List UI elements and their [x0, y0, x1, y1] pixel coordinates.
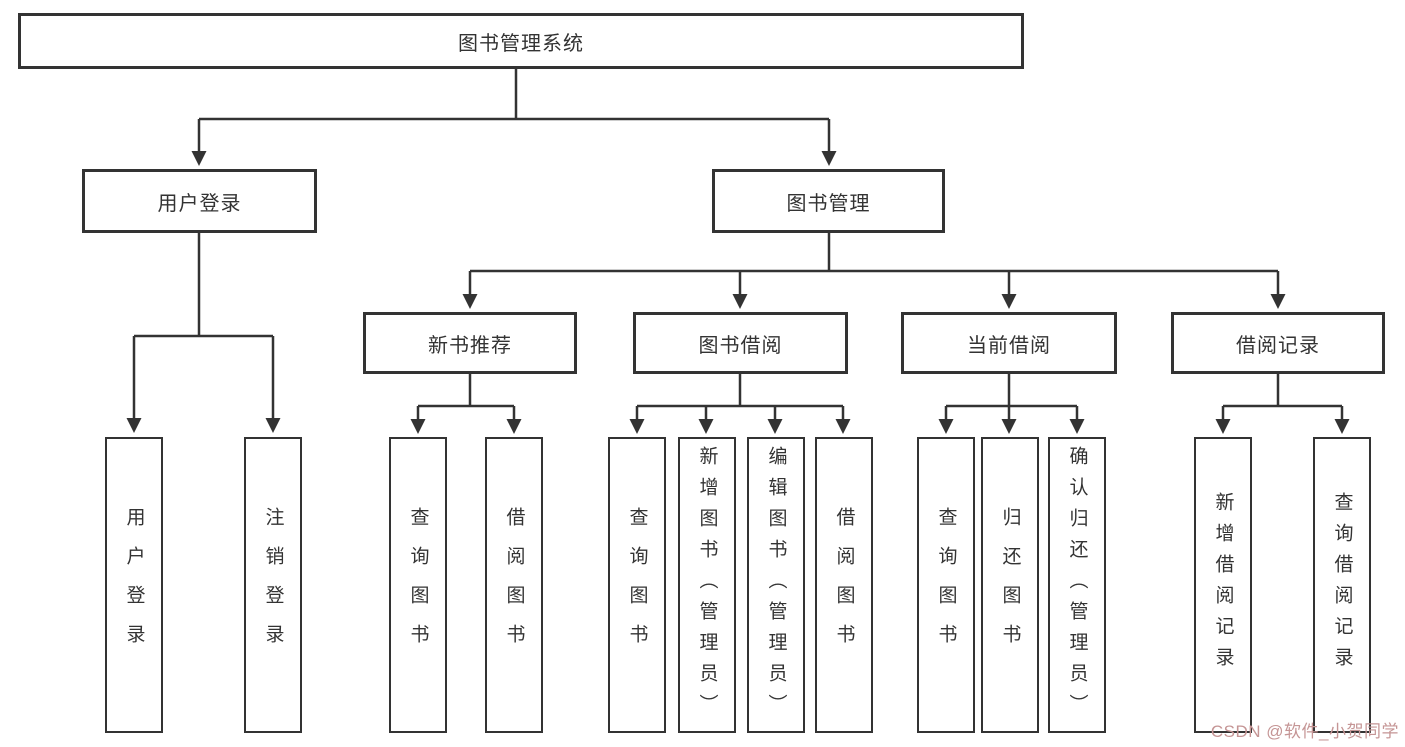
node-book-management: 图书管理: [712, 169, 945, 233]
leaf-logout: 注销登录: [244, 437, 302, 733]
node-user-login: 用户登录: [82, 169, 317, 233]
leaf-borrowing-borrow-books: 借阅图书: [815, 437, 873, 733]
csdn-watermark: CSDN @软件_小贺同学: [1210, 722, 1399, 741]
leaf-current-confirm-return-admin: 确认归还（管理员）: [1048, 437, 1106, 733]
node-borrowing-records: 借阅记录: [1171, 312, 1385, 374]
leaf-records-query-borrow-record: 查询借阅记录: [1313, 437, 1371, 733]
node-library-system: 图书管理系统: [18, 13, 1024, 69]
leaf-borrowing-query-books: 查询图书: [608, 437, 666, 733]
leaf-current-return-books: 归还图书: [981, 437, 1039, 733]
leaf-records-add-borrow-record: 新增借阅记录: [1194, 437, 1252, 733]
node-current-borrowing: 当前借阅: [901, 312, 1117, 374]
leaf-newbook-query-books: 查询图书: [389, 437, 447, 733]
leaf-borrowing-edit-books-admin: 编辑图书（管理员）: [747, 437, 805, 733]
leaf-newbook-borrow-books: 借阅图书: [485, 437, 543, 733]
node-book-borrowing: 图书借阅: [633, 312, 848, 374]
leaf-user-login: 用户登录: [105, 437, 163, 733]
leaf-current-query-books: 查询图书: [917, 437, 975, 733]
node-new-book-recommend: 新书推荐: [363, 312, 577, 374]
leaf-borrowing-add-books-admin: 新增图书（管理员）: [678, 437, 736, 733]
